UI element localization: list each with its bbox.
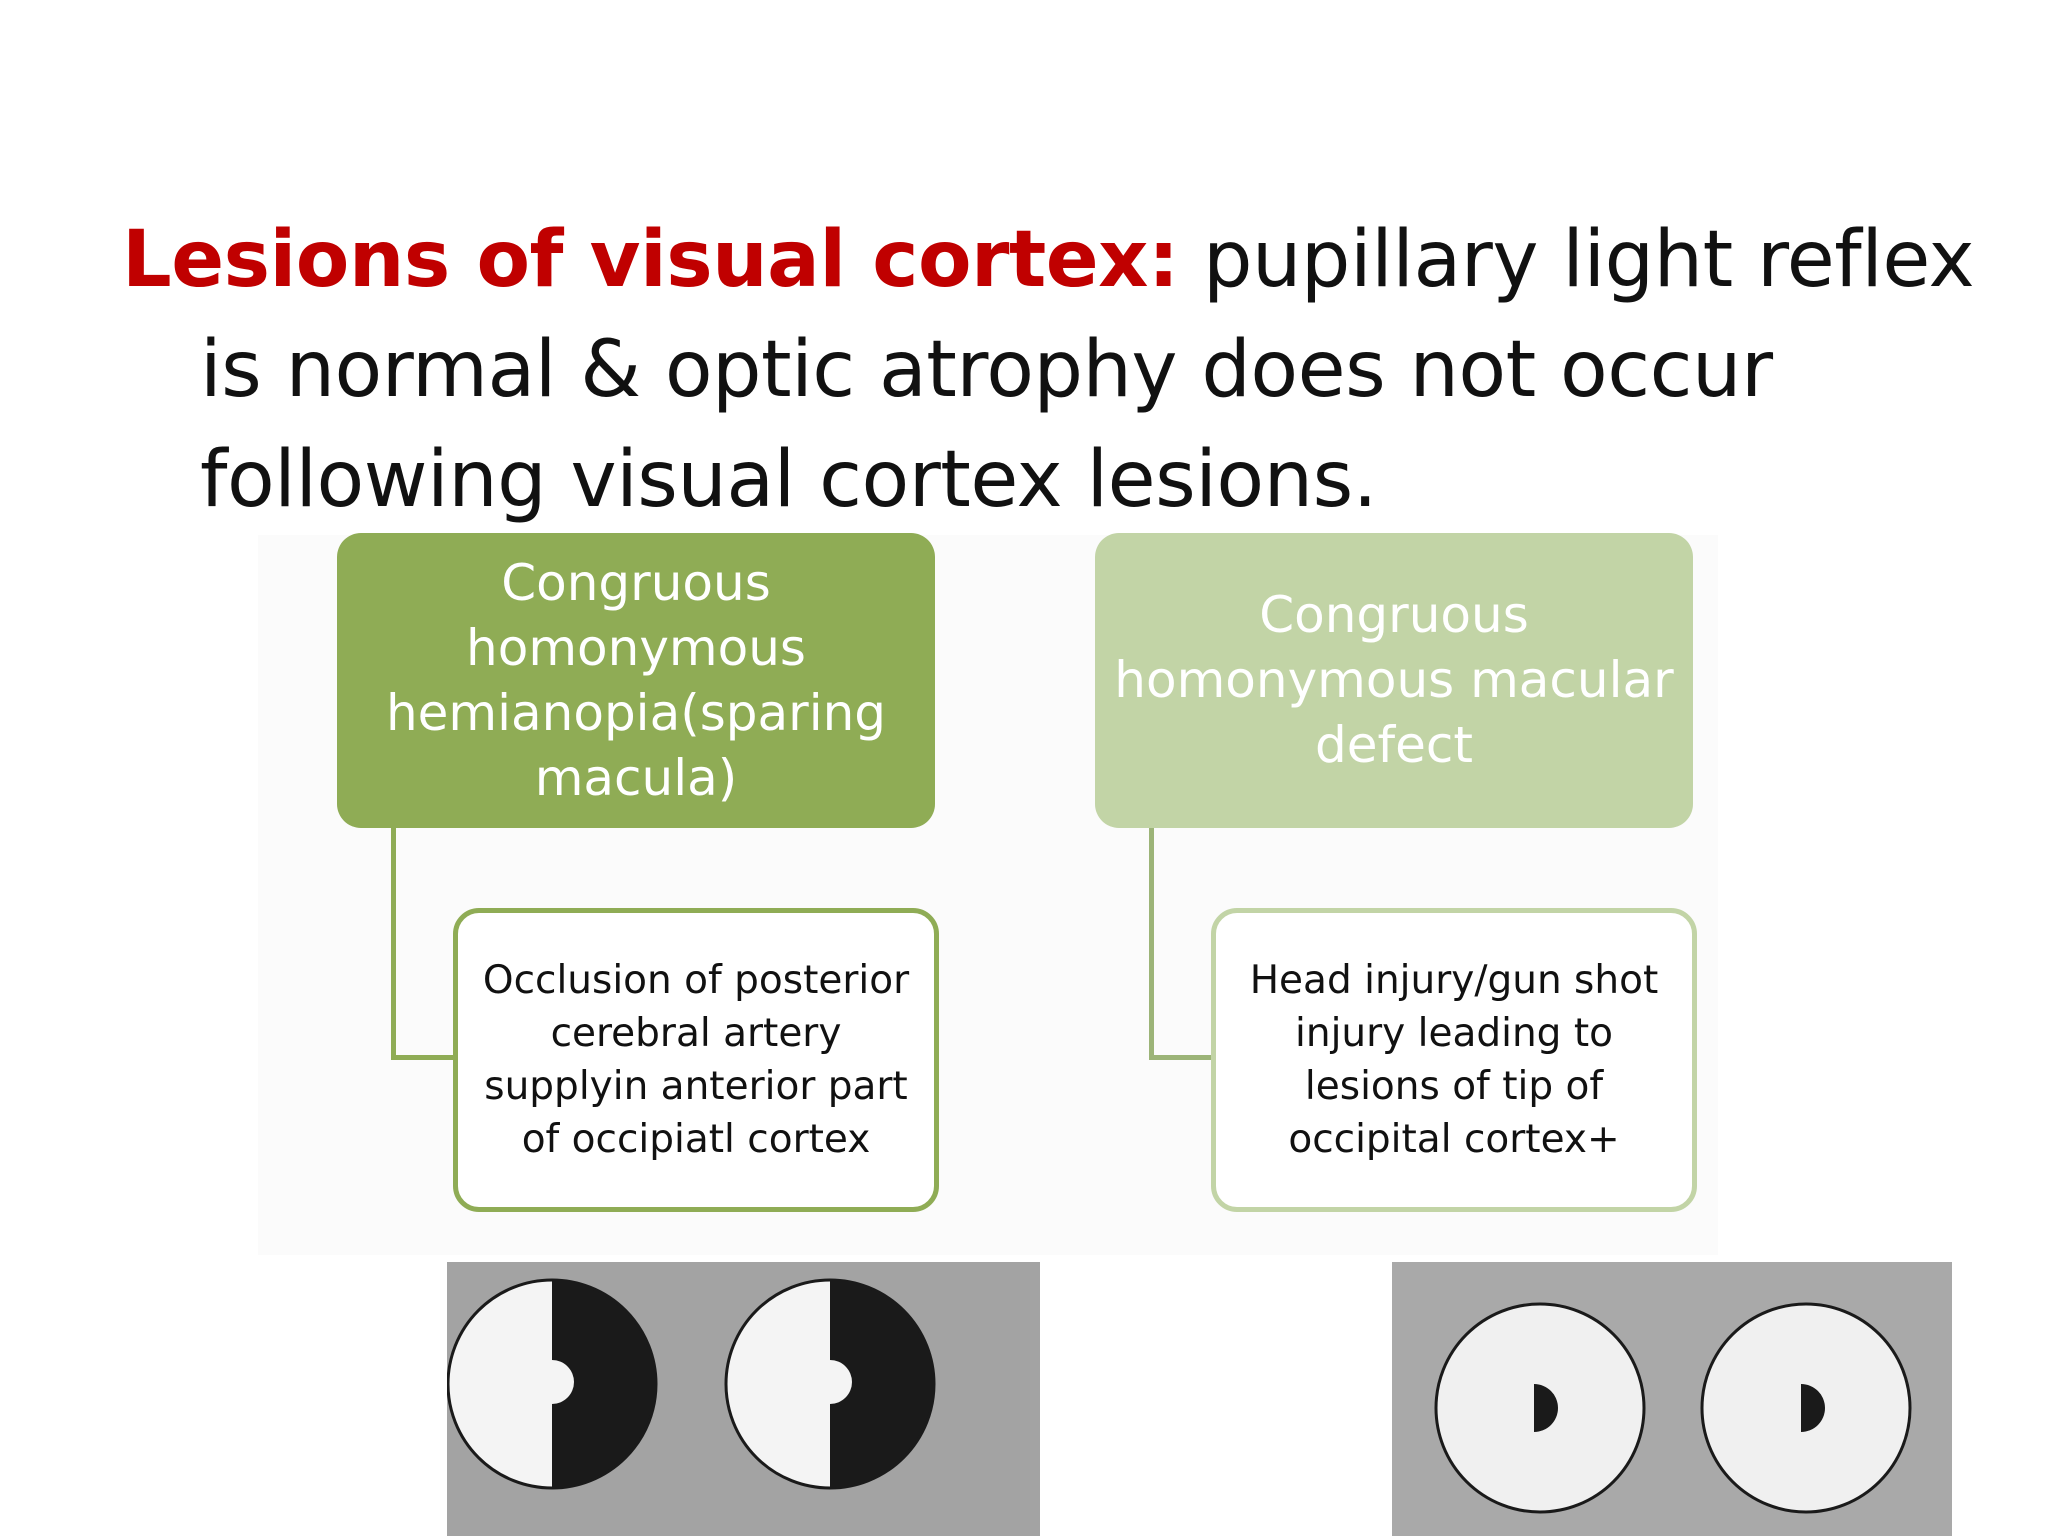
left-eye-scotoma: [1534, 1384, 1558, 1432]
title-body: pupillary light reflex is normal & optic…: [200, 215, 1975, 525]
hemianopia-heading: Congruous homonymous hemianopia(sparing …: [385, 553, 887, 807]
connector-left: [391, 828, 453, 1060]
connector-right: [1149, 828, 1211, 1060]
visual-field-macular-defect-image: [1392, 1262, 1952, 1536]
posterior-cerebral-artery-text: Occlusion of posterior cerebral artery s…: [482, 958, 910, 1162]
head-injury-box: Head injury/gun shot injury leading to l…: [1211, 908, 1697, 1212]
slide-title: Lesions of visual cortex: pupillary ligh…: [122, 205, 2020, 535]
hemianopia-sparing-macula-box: Congruous homonymous hemianopia(sparing …: [337, 533, 935, 828]
visual-field-hemianopia-image: [447, 1262, 1040, 1536]
posterior-cerebral-artery-box: Occlusion of posterior cerebral artery s…: [453, 908, 939, 1212]
macular-defect-box: Congruous homonymous macular defect: [1095, 533, 1693, 828]
head-injury-text: Head injury/gun shot injury leading to l…: [1249, 958, 1659, 1162]
title-emphasis: Lesions of visual cortex:: [122, 215, 1179, 305]
right-eye-field: [726, 1280, 934, 1488]
macular-defect-heading: Congruous homonymous macular defect: [1114, 586, 1674, 774]
right-eye-scotoma: [1801, 1384, 1825, 1432]
